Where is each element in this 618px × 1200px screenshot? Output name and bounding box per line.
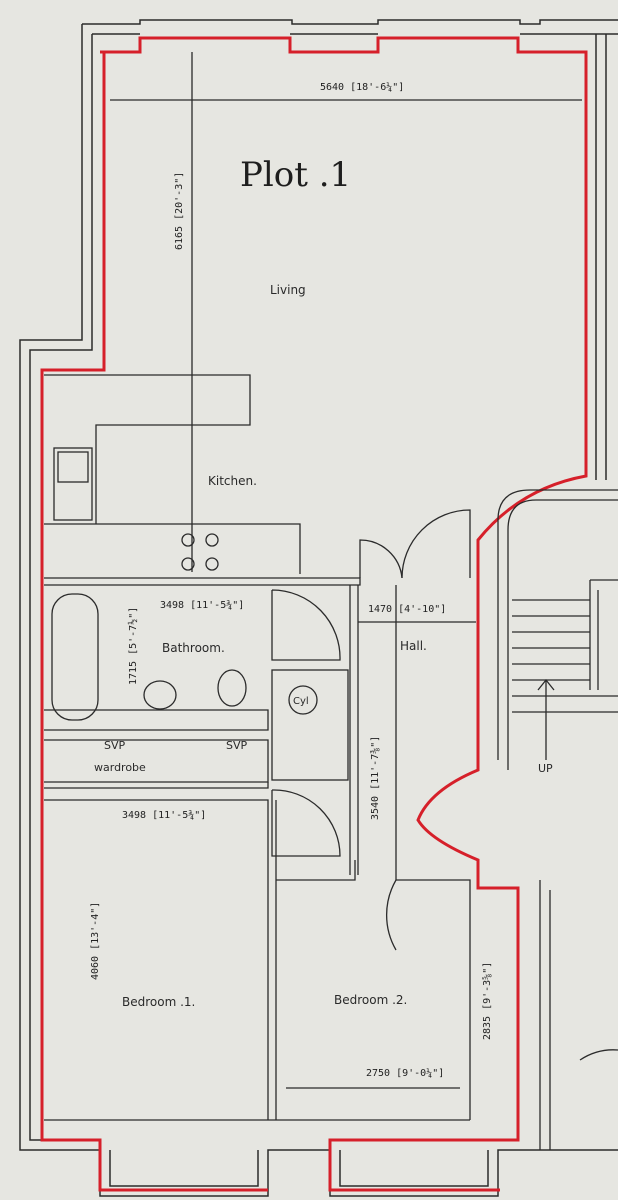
- plan-title: Plot .1: [240, 155, 351, 195]
- dimension-living-width: 5640 [18'-6¼"]: [320, 81, 404, 93]
- room-label-wardrobe: wardrobe: [94, 761, 146, 774]
- interior-walls: [44, 52, 618, 1150]
- dimension-bedroom2-depth: 2835 [9'-3⅝"]: [481, 962, 493, 1040]
- dimension-bedroom2-width: 2750 [9'-0¼"]: [366, 1067, 444, 1079]
- room-label-bathroom: Bathroom.: [162, 641, 225, 655]
- dimension-living-depth: 6165 [20'-3"]: [174, 172, 185, 250]
- dimension-bathroom-depth: 1715 [5'-7½"]: [127, 607, 139, 685]
- room-label-hall: Hall.: [400, 639, 427, 653]
- dimension-bathroom-width: 3498 [11'-5¾"]: [160, 599, 244, 611]
- dimension-hall-length: 3540 [11'-7⅜"]: [369, 736, 381, 820]
- svp-label-left: SVP: [104, 739, 126, 752]
- room-label-kitchen: Kitchen.: [208, 474, 257, 488]
- plot-boundary-line: [40, 36, 588, 1192]
- dimension-bedroom1-width: 3498 [11'-5¾"]: [122, 809, 206, 821]
- room-label-bedroom-1: Bedroom .1.: [122, 995, 195, 1009]
- stairs-up-label: UP: [538, 762, 553, 775]
- room-label-bedroom-2: Bedroom .2.: [334, 993, 407, 1007]
- dimension-bedroom1-depth: 4060 [13'-4"]: [90, 902, 101, 980]
- svp-label-right: SVP: [226, 739, 248, 752]
- dimension-hall-width: 1470 [4'-10"]: [368, 604, 446, 615]
- cylinder-label: Cyl: [293, 696, 309, 707]
- room-label-living: Living: [270, 283, 306, 297]
